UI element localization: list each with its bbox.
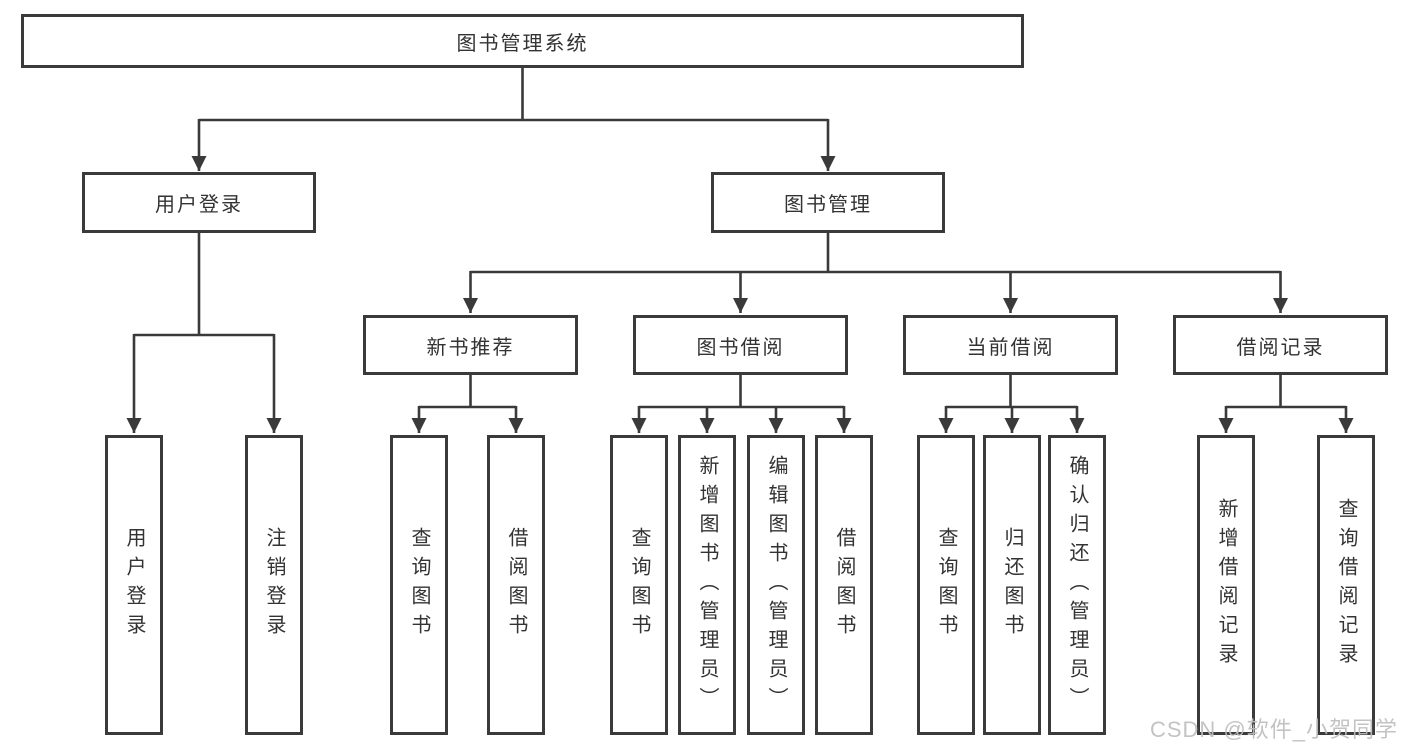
- leaf-add-books-admin: 新增图书（管理员）: [678, 435, 736, 735]
- node-current-borrowing: 当前借阅: [903, 315, 1118, 375]
- connector-book-borrowing-to-leaves: [631, 375, 852, 433]
- connector-new-books-to-leaves: [411, 375, 524, 433]
- node-label: 借阅记录: [1236, 336, 1325, 359]
- node-label: 归还图书: [1001, 527, 1023, 643]
- leaf-logout: 注销登录: [245, 435, 303, 735]
- node-book-borrowing: 图书借阅: [633, 315, 848, 375]
- node-label: 查询图书: [408, 527, 430, 643]
- node-label: 借阅图书: [833, 527, 855, 643]
- node-user-login: 用户登录: [82, 172, 316, 233]
- connector-borrowing-records-to-leaves: [1218, 375, 1354, 433]
- node-label: 注销登录: [263, 527, 285, 643]
- node-book-management: 图书管理: [711, 172, 945, 233]
- connector-root-to-level2: [191, 68, 836, 171]
- node-label: 当前借阅: [966, 336, 1055, 359]
- connector-current-borrowing-to-leaves: [938, 375, 1085, 433]
- node-label: 图书管理: [784, 194, 872, 216]
- leaf-confirm-return-admin: 确认归还（管理员）: [1048, 435, 1106, 735]
- node-label: 新增借阅记录: [1215, 498, 1237, 672]
- leaf-query-borrow-record: 查询借阅记录: [1317, 435, 1375, 735]
- node-label: 查询图书: [935, 527, 957, 643]
- node-label: 借阅图书: [505, 527, 527, 643]
- node-label: 图书管理系统: [456, 32, 589, 55]
- leaf-edit-books-admin: 编辑图书（管理员）: [747, 435, 805, 735]
- node-new-book-recommendation: 新书推荐: [363, 315, 578, 375]
- csdn-watermark: CSDN @软件_小贺同学: [1149, 717, 1398, 742]
- node-label: 确认归还（管理员）: [1066, 454, 1088, 716]
- node-label: 编辑图书（管理员）: [765, 454, 787, 716]
- leaf-add-borrow-record: 新增借阅记录: [1197, 435, 1255, 735]
- leaf-user-login: 用户登录: [105, 435, 163, 735]
- node-label: 图书借阅: [696, 336, 785, 359]
- node-label: 查询图书: [628, 527, 650, 643]
- leaf-borrow-books-1: 借阅图书: [487, 435, 545, 735]
- leaf-query-books-1: 查询图书: [390, 435, 448, 735]
- node-borrowing-records: 借阅记录: [1173, 315, 1388, 375]
- node-library-management-system: 图书管理系统: [21, 14, 1024, 68]
- node-label: 用户登录: [155, 194, 243, 216]
- connector-user-login-to-leaves: [126, 233, 282, 433]
- node-label: 查询借阅记录: [1335, 498, 1357, 672]
- node-label: 新书推荐: [426, 336, 515, 359]
- leaf-query-books-2: 查询图书: [610, 435, 668, 735]
- node-label: 新增图书（管理员）: [696, 454, 718, 716]
- leaf-borrow-books-2: 借阅图书: [815, 435, 873, 735]
- connector-book-management-to-level3: [463, 233, 1288, 313]
- leaf-query-books-3: 查询图书: [917, 435, 975, 735]
- leaf-return-books: 归还图书: [983, 435, 1041, 735]
- node-label: 用户登录: [123, 527, 145, 643]
